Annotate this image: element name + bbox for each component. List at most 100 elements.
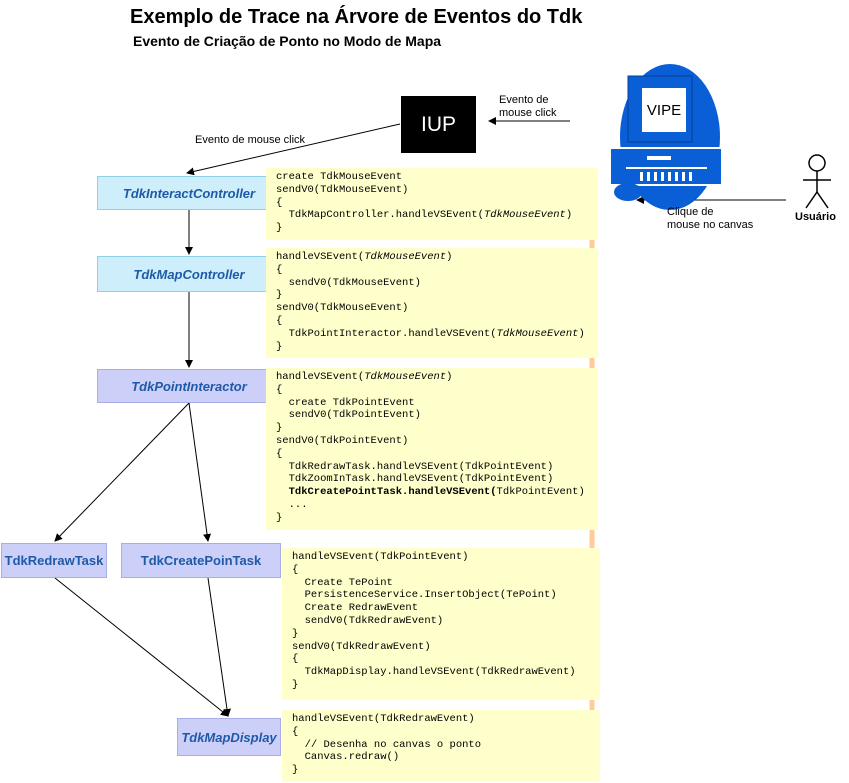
node-tdk-redraw-task: TdkRedrawTask (1, 543, 107, 578)
code-segment: { (276, 447, 283, 460)
code-block-point-interactor: handleVSEvent(TdkMouseEvent) { create Tdk… (266, 368, 598, 530)
code-segment: handleVSEvent(TdkRedrawEvent) (292, 713, 475, 725)
code-block-create-point-task: handleVSEvent(TdkPointEvent){ Create TeP… (282, 548, 600, 700)
code-line: TdkPointInteractor.handleVSEvent(TdkMous… (276, 328, 598, 341)
code-segment: sendV0(TdkRedrawEvent) (292, 640, 431, 653)
code-line: { (292, 653, 600, 666)
iup-box: IUP (401, 96, 476, 153)
node-tdk-point-interactor: TdkPointInteractor (97, 369, 281, 403)
arrow-point-to-create (188, 402, 212, 542)
code-block-map-display: handleVSEvent(TdkRedrawEvent){ // Desenh… (282, 710, 600, 782)
code-segment: { (276, 263, 283, 276)
code-segment: } (292, 764, 299, 777)
code-line: Canvas.redraw() (292, 751, 600, 764)
code-segment: Create RedrawEvent (292, 602, 419, 615)
code-line: } (292, 764, 600, 777)
node-tdk-interact-controller: TdkInteractController (97, 176, 281, 210)
code-segment: ... (276, 498, 308, 511)
code-line: TdkMapController.handleVSEvent(TdkMouseE… (276, 209, 598, 222)
diagram-subtitle: Evento de Criação de Ponto no Modo de Ma… (133, 33, 442, 49)
code-segment: { (292, 725, 299, 738)
code-line: { (276, 448, 598, 461)
code-segment: TdkMouseEvent (364, 371, 447, 383)
code-segment: create TdkPointEvent (276, 396, 415, 409)
code-segment: TdkPointEvent) (496, 486, 585, 499)
code-segment: handleVSEvent( (276, 251, 365, 263)
diagram-title: Exemplo de Trace na Árvore de Eventos do… (130, 6, 583, 28)
arrow-iup-to-interact (186, 123, 401, 176)
code-line: ... (276, 499, 598, 512)
code-segment: } (276, 511, 283, 524)
code-line: sendV0(TdkRedrawEvent) (292, 641, 600, 654)
code-line: { (292, 564, 600, 577)
code-line: create TdkMouseEvent (276, 171, 598, 184)
code-segment: Canvas.redraw() (292, 751, 400, 764)
code-segment: { (276, 314, 283, 327)
code-line: } (276, 289, 598, 302)
code-segment: sendV0(TdkPointEvent) (276, 409, 421, 422)
user-icon (803, 154, 831, 209)
code-segment: ) (565, 209, 573, 222)
code-line: { (276, 315, 598, 328)
code-segment: PersistenceService.InsertObject(TePoint) (292, 589, 557, 602)
code-line: sendV0(TdkMouseEvent) (276, 302, 598, 315)
code-line: PersistenceService.InsertObject(TePoint) (292, 589, 600, 602)
label-mouse-click-top: Evento de mouse click (499, 94, 557, 119)
code-segment: create TdkMouseEvent (276, 171, 403, 183)
code-line: handleVSEvent(TdkPointEvent) (292, 551, 600, 564)
code-segment: sendV0(TdkMouseEvent) (276, 276, 421, 289)
code-line: sendV0(TdkRedrawEvent) (292, 615, 600, 628)
code-line: } (276, 341, 598, 354)
code-line: TdkZoomInTask.handleVSEvent(TdkPointEven… (276, 473, 598, 486)
code-line: TdkCreatePointTask.handleVSEvent(TdkPoin… (276, 486, 598, 499)
code-segment: sendV0(TdkMouseEvent) (276, 183, 409, 196)
code-segment: TdkPointInteractor.handleVSEvent( (276, 327, 497, 340)
code-line: { (276, 197, 598, 210)
computer-icon (609, 64, 723, 210)
code-line: { (292, 726, 600, 739)
code-segment: ) (578, 327, 585, 340)
code-segment: TdkMouseEvent (496, 327, 579, 340)
code-segment: } (276, 340, 283, 353)
code-segment: { (292, 563, 299, 576)
code-segment: TdkMouseEvent (483, 209, 566, 222)
code-segment: TdkMapController.handleVSEvent( (276, 209, 484, 222)
code-line: } (292, 628, 600, 641)
code-line: handleVSEvent(TdkMouseEvent) (276, 251, 598, 264)
code-line: { (276, 264, 598, 277)
code-segment: } (276, 289, 283, 302)
code-line: sendV0(TdkPointEvent) (276, 409, 598, 422)
code-line: Create TePoint (292, 577, 600, 590)
code-segment: handleVSEvent(TdkPointEvent) (292, 551, 469, 563)
code-segment: sendV0(TdkRedrawEvent) (292, 614, 444, 627)
code-segment: ) (446, 251, 453, 263)
code-segment: TdkMapDisplay.handleVSEvent(TdkRedrawEve… (292, 666, 576, 679)
code-line: { (276, 384, 598, 397)
code-segment: TdkCreatePointTask.handleVSEvent( (276, 486, 497, 499)
node-tdk-create-poin-task: TdkCreatePoinTask (121, 543, 281, 578)
code-line: sendV0(TdkMouseEvent) (276, 184, 598, 197)
code-segment: sendV0(TdkMouseEvent) (276, 302, 409, 315)
vipe-label: VIPE (646, 101, 682, 119)
code-segment: // Desenha no canvas o ponto (292, 738, 482, 751)
code-segment: TdkRedrawTask.handleVSEvent(TdkPointEven… (276, 460, 554, 473)
label-mouse-click-left: Evento de mouse click (195, 134, 306, 146)
code-line: create TdkPointEvent (276, 397, 598, 410)
code-segment: { (276, 383, 283, 396)
label-click-canvas: Clique de mouse no canvas (667, 206, 754, 231)
node-tdk-map-controller: TdkMapController (97, 256, 281, 292)
code-segment: } (276, 222, 283, 235)
code-line: } (292, 679, 600, 692)
node-tdk-map-display: TdkMapDisplay (177, 718, 281, 756)
code-segment: TdkMouseEvent (364, 251, 447, 263)
code-line: Create RedrawEvent (292, 602, 600, 615)
code-segment: TdkZoomInTask.handleVSEvent(TdkPointEven… (276, 473, 554, 486)
code-line: TdkRedrawTask.handleVSEvent(TdkPointEven… (276, 461, 598, 474)
code-line: TdkMapDisplay.handleVSEvent(TdkRedrawEve… (292, 666, 600, 679)
code-line: } (276, 222, 598, 235)
user-label: Usuário (795, 211, 836, 223)
code-segment: handleVSEvent( (276, 371, 365, 383)
code-segment: ) (446, 371, 453, 383)
arrow-redraw-to-display (54, 577, 229, 717)
code-segment: { (276, 196, 283, 209)
